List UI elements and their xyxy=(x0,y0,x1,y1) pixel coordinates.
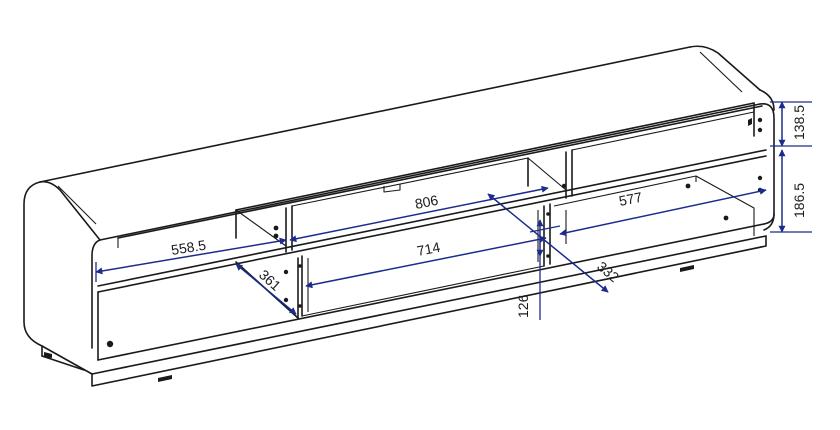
hardware-dot xyxy=(757,117,763,123)
right-panel-top-curve xyxy=(759,89,775,111)
bottom-board-top-front xyxy=(97,223,765,361)
dim-label-806: 806 xyxy=(414,192,440,212)
back-panel-top-line xyxy=(235,102,755,211)
left-end-cap-line xyxy=(57,185,97,225)
dim-tick xyxy=(529,225,561,233)
hardware-dot xyxy=(283,297,289,303)
top-back-edge xyxy=(39,46,691,183)
left-panel-front-edge xyxy=(91,239,101,349)
middle-shelf-front-bottom xyxy=(97,155,767,293)
hinge-dot xyxy=(546,212,550,216)
hardware-dot xyxy=(757,175,763,181)
foot-left xyxy=(41,355,51,359)
hardware-dot xyxy=(685,183,691,189)
left-panel-top-edge xyxy=(39,180,101,241)
top-front-inner-edge xyxy=(117,105,763,239)
dim-label-138-5: 138.5 xyxy=(791,105,807,140)
top-right-back-corner xyxy=(689,45,761,91)
foot-front-right xyxy=(680,265,694,272)
furniture-outline xyxy=(23,45,775,387)
hardware-dot xyxy=(283,269,289,275)
bracket xyxy=(748,118,752,126)
right-end-cap-line xyxy=(699,51,743,93)
dim-label-126: 126 xyxy=(515,294,531,318)
dimension-labels: 558.5 361 806 714 126 332 577 138.5 186.… xyxy=(170,105,807,318)
hardware-dot xyxy=(757,127,763,133)
left-panel-outer-curve xyxy=(23,181,43,347)
hinge-dot xyxy=(298,264,302,268)
bottom-front-edge xyxy=(91,235,767,375)
lower-right-compartment xyxy=(553,175,755,236)
top-middle-side-line xyxy=(527,157,567,191)
top-right-shelf-back xyxy=(571,111,755,151)
hinge-dot xyxy=(298,304,302,308)
plinth-front xyxy=(91,235,767,387)
hardware-dot xyxy=(273,225,279,231)
dim-label-714: 714 xyxy=(416,239,442,259)
dim-line-577 xyxy=(559,187,767,237)
foot-back-left xyxy=(44,352,52,358)
dim-line-332 xyxy=(487,193,609,293)
hardware-dot xyxy=(273,233,279,239)
lower-middle-bottom xyxy=(301,265,545,317)
dim-label-558-5: 558.5 xyxy=(170,237,207,258)
dimension-lines xyxy=(95,101,812,320)
dim-label-186-5: 186.5 xyxy=(791,183,807,218)
hinge-dot xyxy=(546,254,550,258)
dim-line-558-5 xyxy=(95,237,287,275)
right-panel-front-edge xyxy=(759,102,775,231)
dim-line-361 xyxy=(235,263,297,315)
dim-label-577: 577 xyxy=(618,189,644,209)
hardware-dot xyxy=(723,215,729,221)
hardware-dot xyxy=(106,340,114,348)
dim-label-361: 361 xyxy=(256,266,284,294)
hardware-dot xyxy=(561,183,567,189)
foot-front-left xyxy=(158,375,172,382)
top-front-edge xyxy=(99,103,761,241)
middle-shelf-front-top xyxy=(97,149,767,287)
